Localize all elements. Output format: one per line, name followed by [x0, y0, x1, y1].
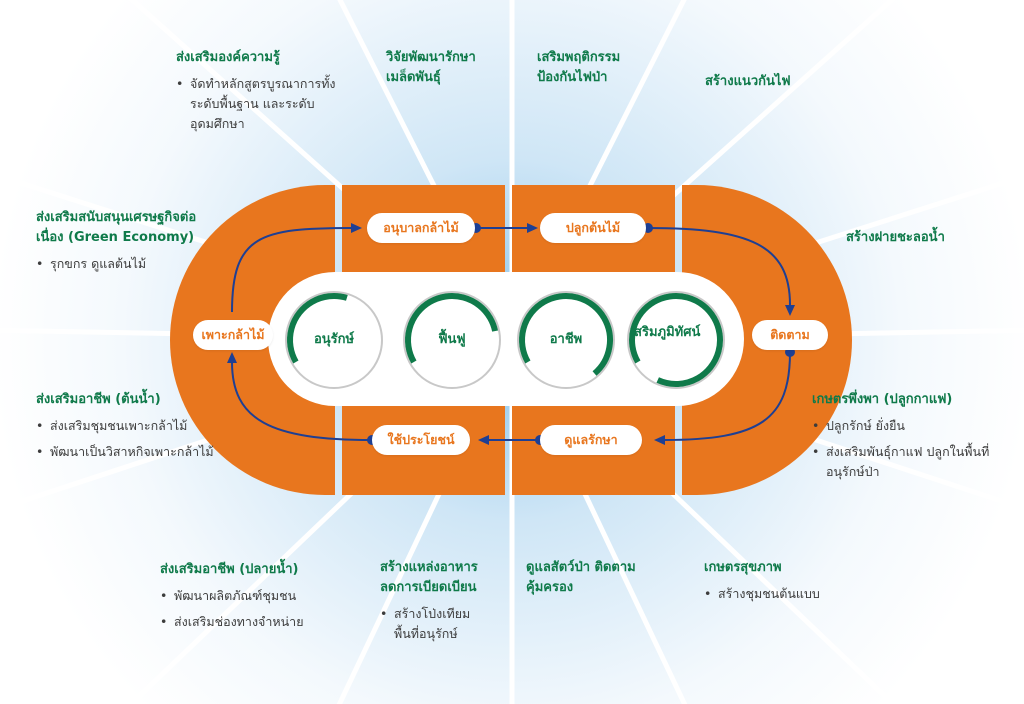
block-coffee-title: เกษตรพึ่งพา (ปลูกกาแฟ) [812, 392, 953, 407]
arrow-seedling-to-nursery [231, 227, 353, 313]
step-nursery-label: อนุบาลกล้าไม้ [383, 220, 459, 235]
step-seedling: เพาะกล้าไม้ [193, 320, 273, 350]
step-monitor: ติดตาม [752, 320, 828, 350]
block-firebreak-title: สร้างแนวกันไฟ [705, 74, 791, 89]
block-fire-behavior-title: เสริมพฤติกรรมป้องกันไฟป่า [537, 50, 621, 85]
block-check-dam: สร้างฝายชะลอน้ำ [846, 228, 996, 248]
block-green-economy-list: รุกขกร ดูแลต้นไม้ [36, 254, 216, 274]
step-use-label: ใช้ประโยชน์ [387, 432, 455, 447]
block-research: วิจัยพัฒนารักษาเมล็ดพันธุ์ [386, 48, 498, 88]
block-knowledge: ส่งเสริมองค์ความรู้ จัดทำหลักสูตรบูรณากา… [176, 48, 344, 140]
block-upstream-list: ส่งเสริมชุมชนเพาะกล้าไม้พัฒนาเป็นวิสาหกิ… [36, 416, 236, 462]
step-monitor-label: ติดตาม [770, 327, 810, 342]
block-downstream: ส่งเสริมอาชีพ (ปลายน้ำ) พัฒนาผลิตภัณฑ์ชุ… [160, 560, 340, 638]
bullet-item: จัดทำหลักสูตรบูรณาการทั้งระดับพื้นฐาน แล… [176, 74, 344, 134]
arrow-use-to-seedling [231, 361, 373, 441]
block-green-economy-title: ส่งเสริมสนับสนุนเศรษฐกิจต่อเนื่อง (Green… [36, 210, 197, 245]
ring-outline-restore [403, 291, 501, 389]
step-seedling-label: เพาะกล้าไม้ [201, 327, 265, 342]
step-maintain-label: ดูแลรักษา [564, 432, 618, 447]
block-health-farm: เกษตรสุขภาพ สร้างชุมชนต้นแบบ [704, 558, 844, 610]
block-food-list: สร้างโป่งเทียม พื้นที่อนุรักษ์ [380, 604, 495, 644]
block-green-economy: ส่งเสริมสนับสนุนเศรษฐกิจต่อเนื่อง (Green… [36, 208, 216, 280]
ring-arc-restore [405, 293, 499, 387]
bullet-item: ส่งเสริมชุมชนเพาะกล้าไม้ [36, 416, 236, 436]
arrow-monitor-to-maintain [663, 351, 791, 441]
block-wildlife: ดูแลสัตว์ป่า ติดตามคุ้มครอง [526, 558, 636, 598]
ring-arc-landscape [628, 293, 723, 387]
block-wildlife-title: ดูแลสัตว์ป่า ติดตามคุ้มครอง [526, 560, 636, 595]
step-plant-label: ปลูกต้นไม้ [565, 220, 621, 235]
step-plant: ปลูกต้นไม้ [540, 213, 646, 243]
block-research-title: วิจัยพัฒนารักษาเมล็ดพันธุ์ [386, 50, 476, 85]
bullet-item: สร้างชุมชนต้นแบบ [704, 584, 844, 604]
bullet-item: ส่งเสริมพันธุ์กาแฟ ปลูกในพื้นที่อนุรักษ์… [812, 442, 992, 482]
block-food-title: สร้างแหล่งอาหาร ลดการเบียดเบียน [380, 560, 478, 595]
block-knowledge-list: จัดทำหลักสูตรบูรณาการทั้งระดับพื้นฐาน แล… [176, 74, 344, 134]
bullet-item: ส่งเสริมช่องทางจำหน่าย [160, 612, 340, 632]
block-downstream-title: ส่งเสริมอาชีพ (ปลายน้ำ) [160, 562, 299, 577]
block-knowledge-title: ส่งเสริมองค์ความรู้ [176, 50, 280, 65]
ring-label-conserve: อนุรักษ์ [313, 332, 355, 347]
block-coffee-list: ปลูกรักษ์ ยั่งยืนส่งเสริมพันธุ์กาแฟ ปลูก… [812, 416, 992, 482]
ring-arc-career [519, 293, 613, 387]
bullet-item: พัฒนาผลิตภัณฑ์ชุมชน [160, 586, 340, 606]
bullet-item: ปลูกรักษ์ ยั่งยืน [812, 416, 992, 436]
inner-stadium [268, 272, 744, 406]
bullet-item: พัฒนาเป็นวิสาหกิจเพาะกล้าไม้ [36, 442, 236, 462]
block-fire-behavior: เสริมพฤติกรรมป้องกันไฟป่า [537, 48, 649, 88]
ring-label-restore: ฟื้นฟู [438, 332, 466, 347]
step-maintain: ดูแลรักษา [540, 425, 642, 455]
ring-outline-career [517, 291, 615, 389]
ring-label-landscape: เสริมภูมิทัศน์ [629, 325, 701, 340]
ring-label-career: อาชีพ [549, 332, 583, 347]
block-firebreak: สร้างแนวกันไฟ [705, 72, 845, 92]
ring-outline-conserve [285, 291, 383, 389]
bullet-item: รุกขกร ดูแลต้นไม้ [36, 254, 216, 274]
block-upstream: ส่งเสริมอาชีพ (ต้นน้ำ) ส่งเสริมชุมชนเพาะ… [36, 390, 236, 468]
bullet-item: สร้างโป่งเทียม พื้นที่อนุรักษ์ [380, 604, 495, 644]
step-use: ใช้ประโยชน์ [372, 425, 470, 455]
block-coffee: เกษตรพึ่งพา (ปลูกกาแฟ) ปลูกรักษ์ ยั่งยืน… [812, 390, 992, 488]
pillar-rings [285, 291, 725, 389]
ring-arc-conserve [287, 293, 381, 387]
block-downstream-list: พัฒนาผลิตภัณฑ์ชุมชนส่งเสริมช่องทางจำหน่า… [160, 586, 340, 632]
arrow-plant-to-monitor [647, 227, 791, 306]
block-food: สร้างแหล่งอาหาร ลดการเบียดเบียน สร้างโป่… [380, 558, 495, 650]
block-health-farm-list: สร้างชุมชนต้นแบบ [704, 584, 844, 604]
block-health-farm-title: เกษตรสุขภาพ [704, 560, 782, 575]
step-nursery: อนุบาลกล้าไม้ [367, 213, 475, 243]
block-check-dam-title: สร้างฝายชะลอน้ำ [846, 230, 945, 245]
ring-outline-landscape [627, 291, 725, 389]
block-upstream-title: ส่งเสริมอาชีพ (ต้นน้ำ) [36, 392, 161, 407]
